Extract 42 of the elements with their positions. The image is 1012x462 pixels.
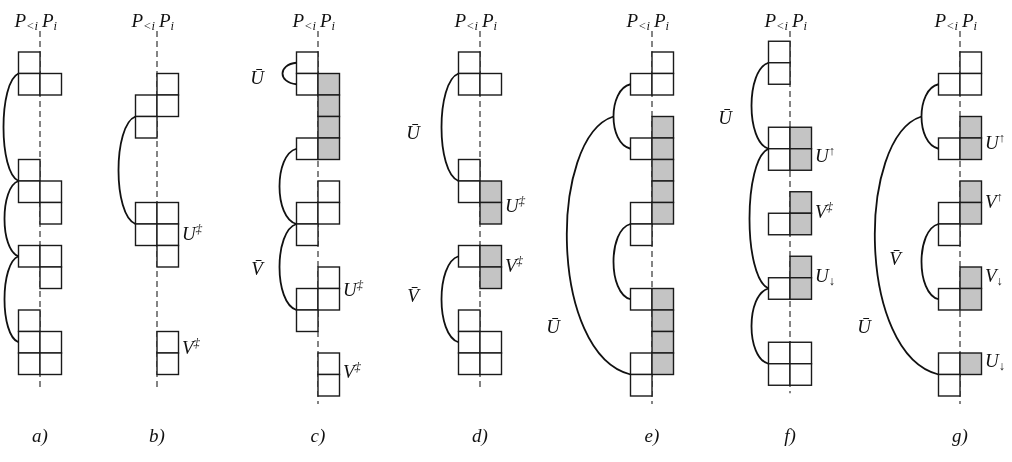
panel-caption: b) — [149, 425, 165, 445]
panel-caption: g) — [952, 425, 968, 445]
arc-label: Ū — [718, 107, 732, 126]
column-header: P$_{i}$ — [42, 10, 58, 30]
column-header: P$_{<i}$ — [934, 10, 958, 30]
column-header: P$_{i}$ — [159, 10, 175, 30]
panel-caption: d) — [472, 425, 488, 445]
column-header: P$_{<i}$ — [131, 10, 155, 30]
column-header: P$_{<i}$ — [764, 10, 788, 30]
arc-label: V̄ — [407, 285, 419, 305]
set-label: U$^{↑}$ — [815, 145, 835, 165]
panel-caption: a) — [32, 425, 48, 445]
column-header: P$_{<i}$ — [626, 10, 650, 30]
set-label: U$^{‡}$ — [505, 195, 525, 215]
column-header: P$_{i}$ — [962, 10, 978, 30]
panel-caption: f) — [784, 425, 796, 445]
column-header: P$_{<i}$ — [14, 10, 38, 30]
panel-caption: e) — [644, 425, 660, 445]
set-label: U$^{‡}$ — [182, 223, 202, 243]
arc-label: Ū — [857, 316, 871, 336]
arc-label: Ū — [406, 122, 420, 141]
set-label: V$^{‡}$ — [815, 201, 833, 221]
set-label: V$^{‡}$ — [182, 337, 200, 357]
set-label: V$^{‡}$ — [505, 255, 523, 275]
column-header: P$_{i}$ — [482, 10, 498, 30]
panel-caption: c) — [310, 425, 326, 445]
set-label: U$_{↓}$ — [815, 265, 835, 284]
arc-label: V̄ — [251, 258, 263, 278]
arc-label: Ū — [250, 67, 264, 87]
set-label: U$_{↓}$ — [985, 350, 1005, 369]
set-label: V$^{↑}$ — [985, 191, 1003, 211]
column-header: P$_{i}$ — [792, 10, 808, 30]
set-label: V$_{↓}$ — [985, 265, 1003, 284]
column-header: P$_{<i}$ — [454, 10, 478, 30]
column-header: P$_{i}$ — [320, 10, 336, 30]
column-header: P$_{i}$ — [654, 10, 670, 30]
set-label: V$^{‡}$ — [343, 361, 361, 381]
arc-label: Ū — [546, 316, 560, 336]
set-label: U$^{‡}$ — [343, 279, 363, 298]
set-label: U$^{↑}$ — [985, 132, 1005, 152]
arc-label: V̄ — [889, 248, 901, 268]
column-header: P$_{<i}$ — [292, 10, 316, 30]
